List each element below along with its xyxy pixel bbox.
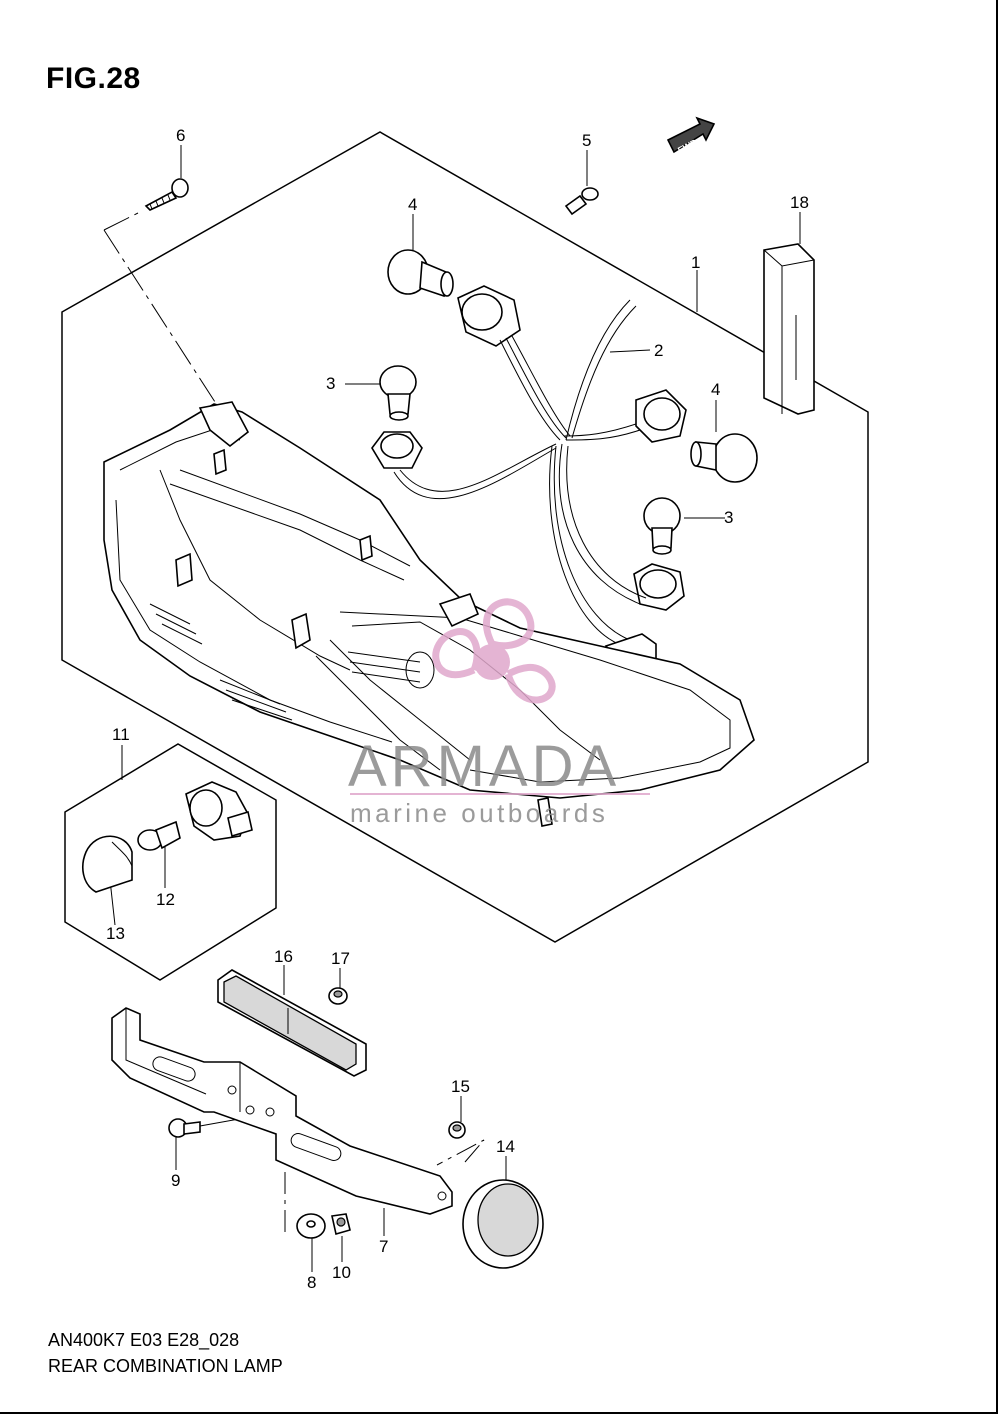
watermark-brand: ARMADA [348,734,620,799]
callout-2: 2 [654,341,663,360]
figure-title: FIG.28 [46,62,141,95]
nut-17-icon [328,987,348,1005]
callout-3a: 3 [326,374,335,393]
callout-3b: 3 [724,508,733,527]
foam-strip-icon [763,243,815,415]
license-lamp-socket-icon [185,781,253,841]
callout-4b: 4 [711,380,720,399]
callout-6: 6 [176,126,185,145]
bolt-icon [168,1118,201,1138]
fwd-arrow-icon: FWD [666,116,716,156]
callout-17: 17 [331,949,350,968]
washer-icon [296,1213,326,1239]
callout-11: 11 [112,725,130,744]
callout-15: 15 [451,1077,470,1096]
assembly-boundary [61,131,869,943]
reflector-bar-icon [217,969,367,1077]
wiring-harness [371,285,687,665]
wedge-bulb-icon [137,820,181,851]
sub-assembly-boundary [64,743,277,981]
lens-cap-icon [82,835,133,893]
bulb-4b-icon [690,433,758,483]
callout-8: 8 [307,1273,316,1292]
rivet-icon [564,187,599,216]
bulb-3b-icon [643,497,681,555]
round-reflector-icon [462,1179,544,1269]
screw-icon [144,178,189,211]
callout-12: 12 [156,890,175,909]
callout-14: 14 [496,1137,515,1156]
nut-10-icon [331,1213,351,1236]
callout-7: 7 [379,1237,388,1256]
bracket-icon [111,1007,453,1215]
armada-logo-icon [432,598,556,704]
callout-18: 18 [790,193,809,212]
bulb-4a-icon [387,249,454,298]
nut-15-icon [448,1121,466,1139]
callout-16: 16 [274,947,293,966]
callout-1: 1 [691,253,700,272]
figure-caption: REAR COMBINATION LAMP [48,1356,283,1376]
armada-watermark: ARMADA marine outboards [348,598,650,828]
callout-9: 9 [171,1171,180,1190]
callout-5: 5 [582,131,591,150]
callout-labels: 1 2 3 3 4 4 5 6 7 8 9 10 11 12 13 14 15 … [106,126,809,1292]
callout-13: 13 [106,924,125,943]
callout-4a: 4 [408,195,417,214]
callout-10: 10 [332,1263,351,1282]
bulb-3a-icon [379,365,417,421]
lamp-housing [103,401,755,827]
watermark-tagline: marine outboards [350,798,608,828]
model-code: AN400K7 E03 E28_028 [48,1330,240,1350]
